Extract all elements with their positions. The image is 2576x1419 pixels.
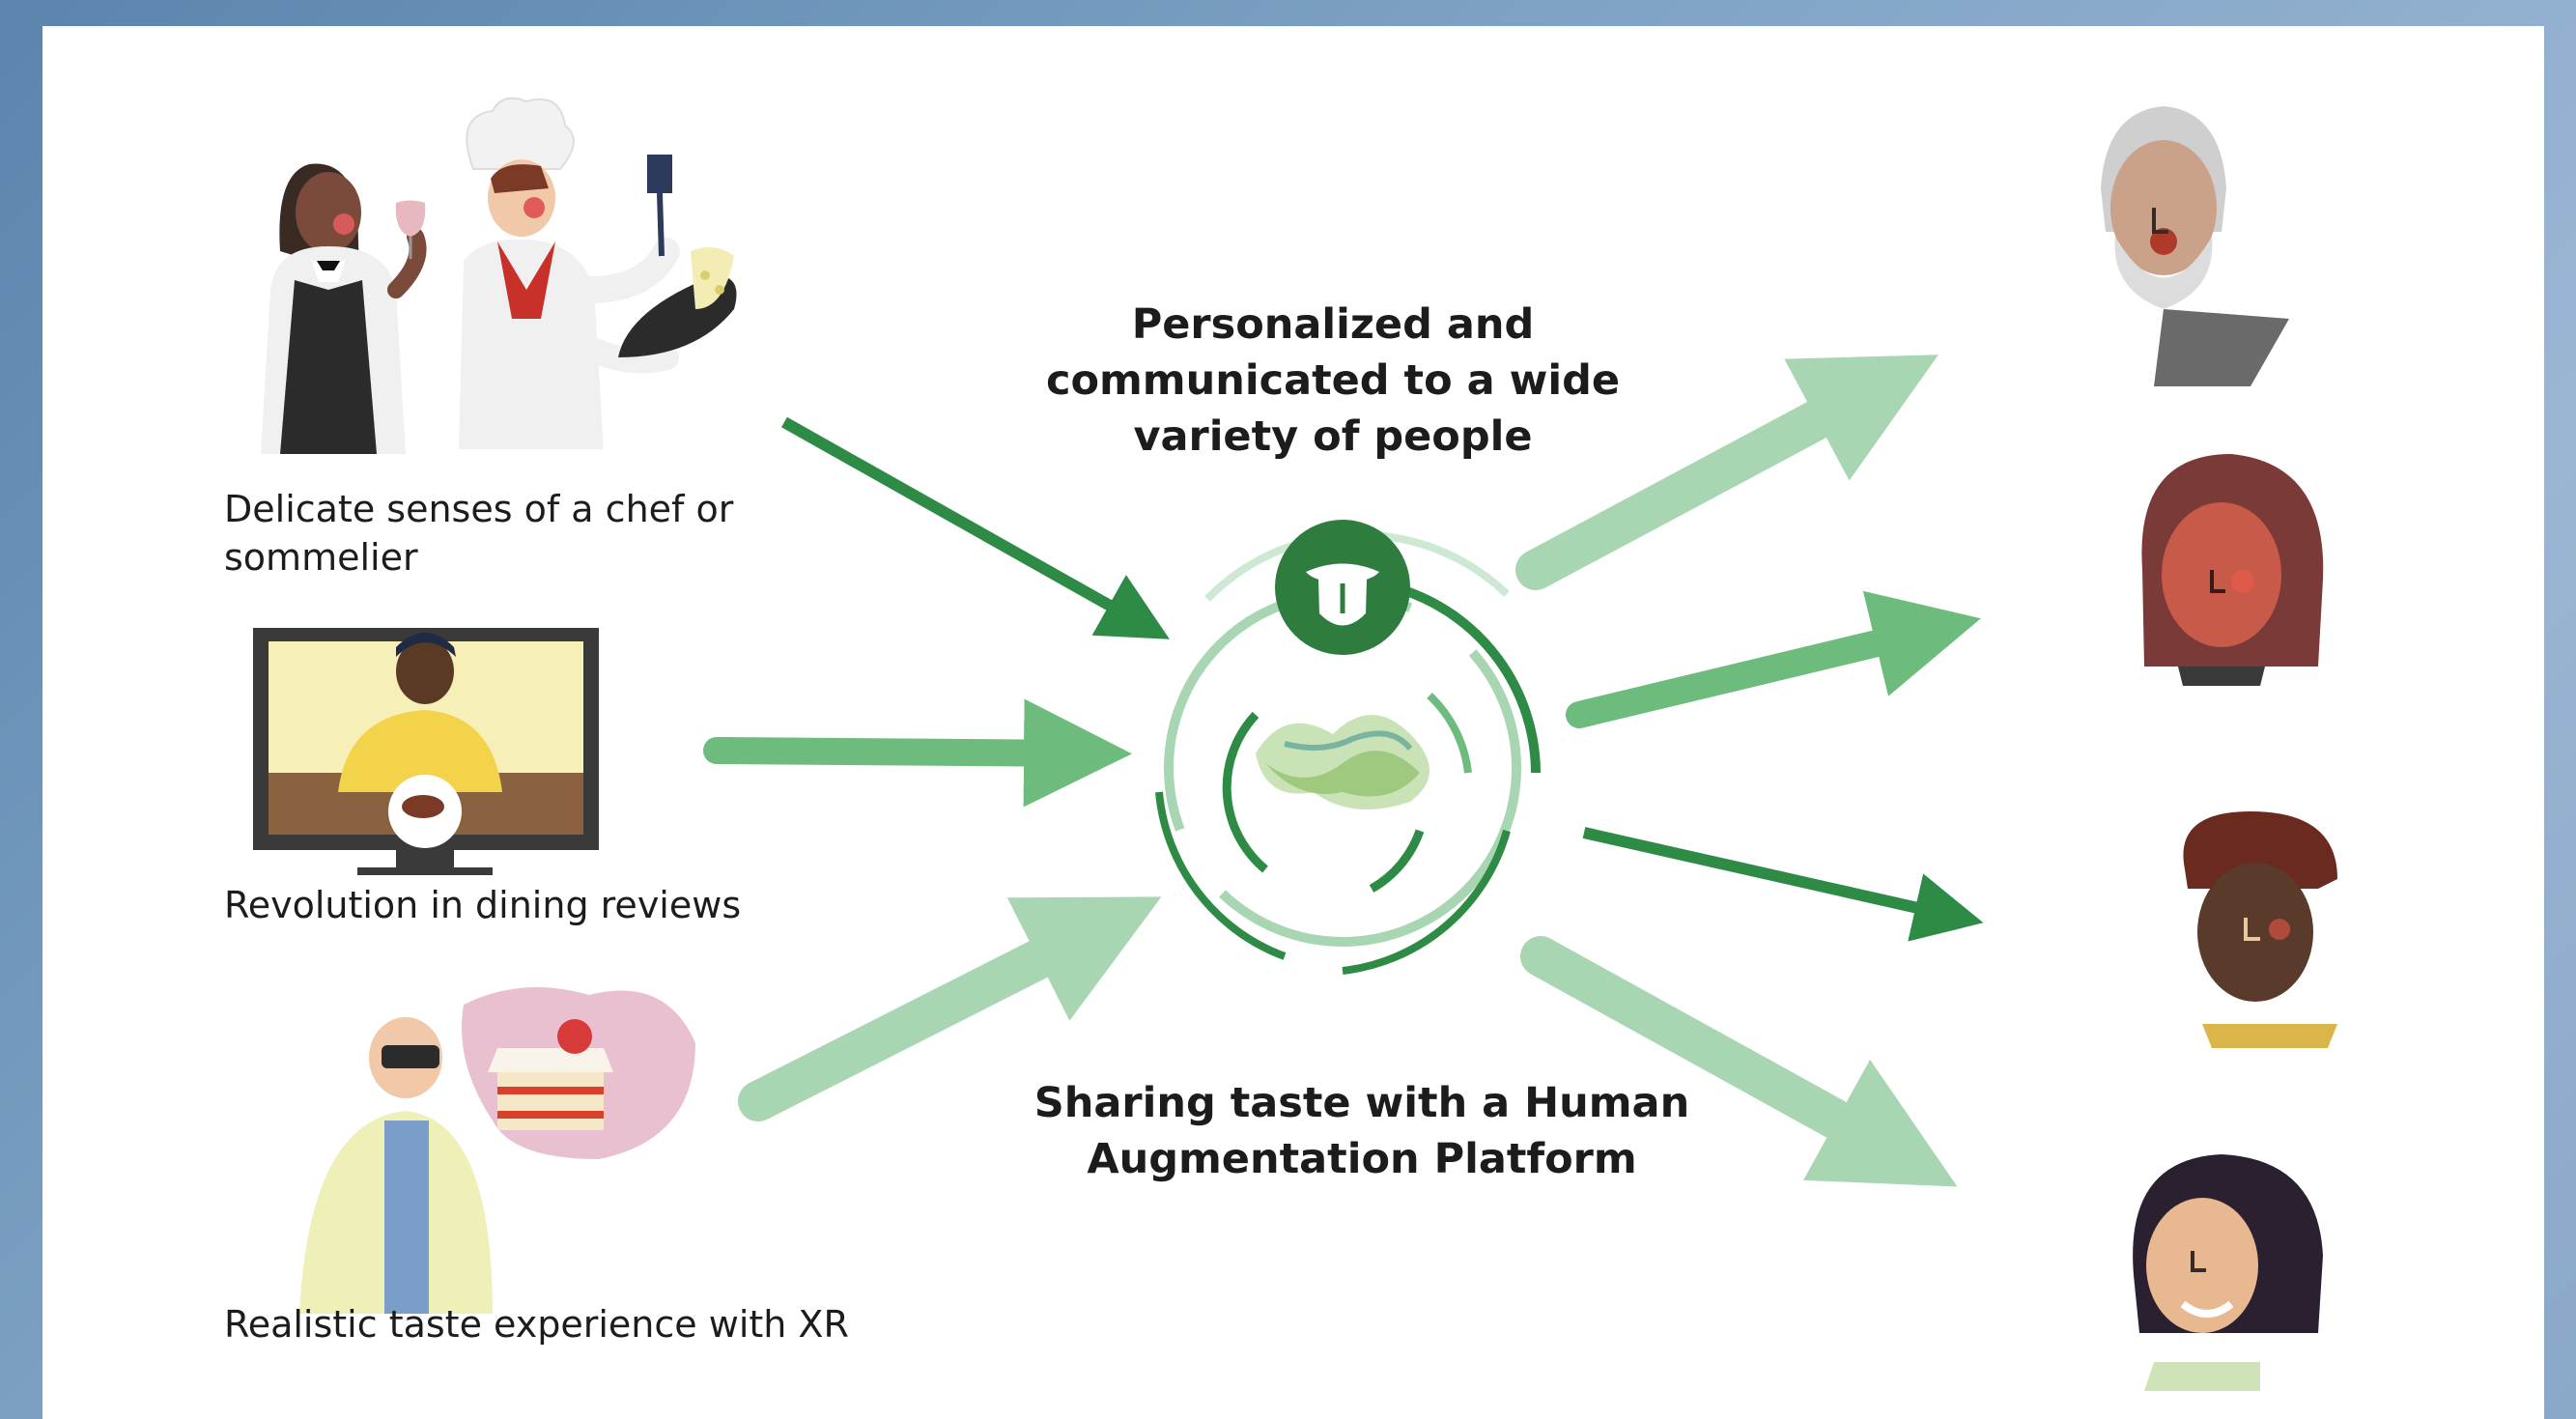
sommelier-illustration: [261, 163, 427, 454]
arrow-output-2: [1566, 590, 1981, 728]
arrow-input-xr: [738, 896, 1162, 1121]
tongue-icon: [1275, 520, 1410, 655]
input-label-chef: Delicate senses of a chef or sommelier: [224, 488, 734, 579]
input-label-xr: Realistic taste experience with XR: [224, 1303, 849, 1346]
center-top-caption: Personalized and communicated to a wide …: [1045, 300, 1621, 461]
input-label-review: Revolution in dining reviews: [224, 884, 742, 926]
arrow-output-4: [1520, 936, 1958, 1187]
xr-illustration: [299, 987, 695, 1314]
chef-illustration: [459, 97, 737, 449]
arrow-output-3: [1582, 827, 1984, 942]
face-dark-skin-man: [2183, 811, 2337, 1048]
face-dark-hair-woman: [2133, 1154, 2323, 1391]
center-bottom-caption: Sharing taste with a Human Augmentation …: [1033, 1079, 1690, 1183]
face-older-man: [2101, 106, 2289, 386]
face-red-hair-woman: [2141, 454, 2324, 686]
arrow-output-1: [1515, 355, 1939, 590]
arrow-input-chef: [781, 416, 1170, 639]
tv-diner-illustration: [253, 628, 599, 875]
taste-wave-icon: [1256, 715, 1430, 809]
arrow-input-review: [703, 698, 1132, 808]
